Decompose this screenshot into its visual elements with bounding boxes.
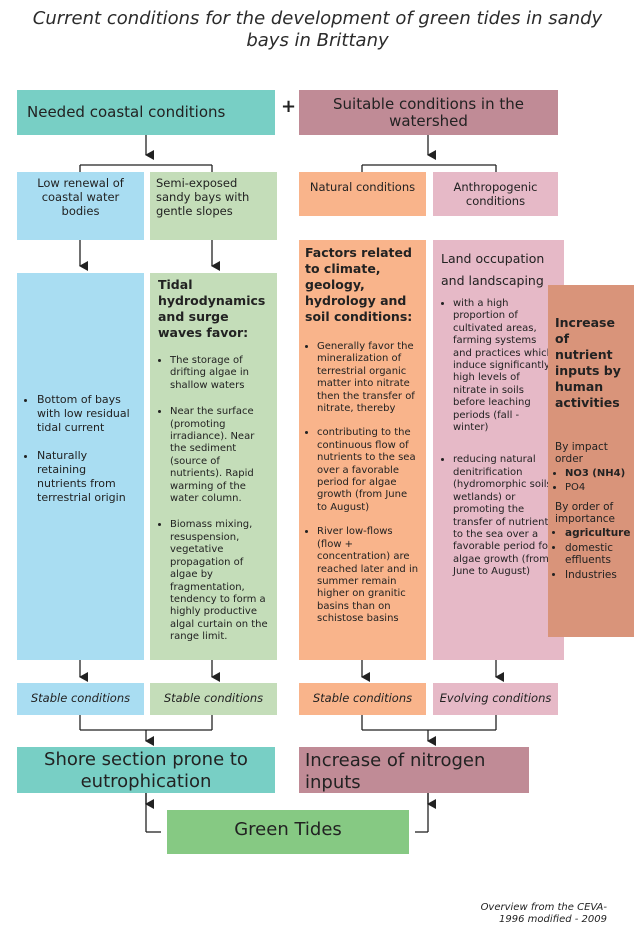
list-item: The storage of drifting algae in shallow…	[170, 355, 271, 392]
importance-list: agriculture domestic effluents Industrie…	[555, 527, 630, 581]
status-anthropogenic: Evolving conditions	[433, 683, 558, 715]
human-inputs-box: Increase of nutrient inputs by human act…	[548, 285, 634, 637]
watershed-conditions-header: Suitable conditions in the watershed	[299, 90, 558, 135]
low-renewal-detail-box: Bottom of bays with low residual tidal c…	[17, 273, 144, 660]
source-credit: Overview from the CEVA- 1996 modified - …	[481, 902, 607, 926]
tidal-heading: Tidal hydrodynamics and surge waves favo…	[158, 277, 266, 340]
shore-section-result: Shore section prone to eutrophication	[17, 747, 275, 793]
semi-exposed-box: Semi-exposed sandy bays with gentle slop…	[150, 172, 277, 240]
status-natural: Stable conditions	[299, 683, 426, 715]
credit-line-1: Overview from the CEVA-	[480, 902, 607, 913]
natural-factors-list: Generally favor the mineralization of te…	[305, 341, 420, 626]
list-item: agriculture	[565, 527, 630, 539]
coastal-conditions-header: Needed coastal conditions	[17, 90, 275, 135]
credit-line-2: 1996 modified - 2009	[499, 914, 607, 925]
tidal-hydrodynamics-box: Tidal hydrodynamics and surge waves favo…	[150, 273, 277, 660]
list-item: Naturally retaining nutrients from terre…	[37, 449, 138, 505]
list-item: Generally favor the mineralization of te…	[317, 341, 420, 415]
list-item: PO4	[565, 482, 630, 494]
diagram-title: Current conditions for the development o…	[0, 8, 635, 52]
land-occupation-list: with a high proportion of cultivated are…	[441, 298, 555, 579]
natural-conditions-box: Natural conditions	[299, 172, 426, 216]
watershed-header-label: Suitable conditions in the watershed	[333, 95, 524, 130]
by-importance-label: By order of importance	[555, 500, 615, 526]
natural-factors-box: Factors related to climate, geology, hyd…	[299, 240, 426, 660]
nitrogen-inputs-result: Increase of nitrogen inputs	[299, 747, 529, 793]
low-renewal-box: Low renewal of coastal water bodies	[17, 172, 144, 240]
list-item: contributing to the continuous flow of n…	[317, 427, 420, 514]
tidal-list: The storage of drifting algae in shallow…	[158, 355, 271, 644]
anthropogenic-conditions-box: Anthropogenic conditions	[433, 172, 558, 216]
land-occupation-box: Land occupation and landscaping with a h…	[433, 240, 564, 660]
status-semi-exposed: Stable conditions	[150, 683, 277, 715]
land-occupation-heading: Land occupation and landscaping	[441, 251, 545, 288]
green-tides-box: Green Tides	[167, 810, 409, 854]
list-item: Near the surface (promoting irradiance).…	[170, 406, 271, 505]
low-renewal-list: Bottom of bays with low residual tidal c…	[25, 393, 138, 505]
natural-factors-heading: Factors related to climate, geology, hyd…	[305, 245, 413, 324]
list-item: reducing natural denitrification (hydrom…	[453, 454, 555, 578]
list-item: NO3 (NH4)	[565, 468, 630, 480]
status-low-renewal: Stable conditions	[17, 683, 144, 715]
human-inputs-heading: Increase of nutrient inputs by human act…	[555, 315, 621, 410]
plus-sign: +	[281, 96, 297, 117]
coastal-header-label: Needed coastal conditions	[27, 103, 226, 121]
list-item: Industries	[565, 569, 630, 581]
list-item: River low-flows (flow + concentration) a…	[317, 526, 420, 625]
title-line-1: Current conditions for the development o…	[32, 8, 603, 29]
list-item: domestic effluents	[565, 542, 630, 567]
list-item: Biomass mixing, resuspension, vegetative…	[170, 519, 271, 643]
list-item: with a high proportion of cultivated are…	[453, 298, 555, 434]
title-line-2: bays in Brittany	[246, 30, 389, 51]
impact-list: NO3 (NH4) PO4	[555, 468, 630, 495]
by-impact-label: By impact order	[555, 441, 608, 466]
list-item: Bottom of bays with low residual tidal c…	[37, 393, 138, 435]
